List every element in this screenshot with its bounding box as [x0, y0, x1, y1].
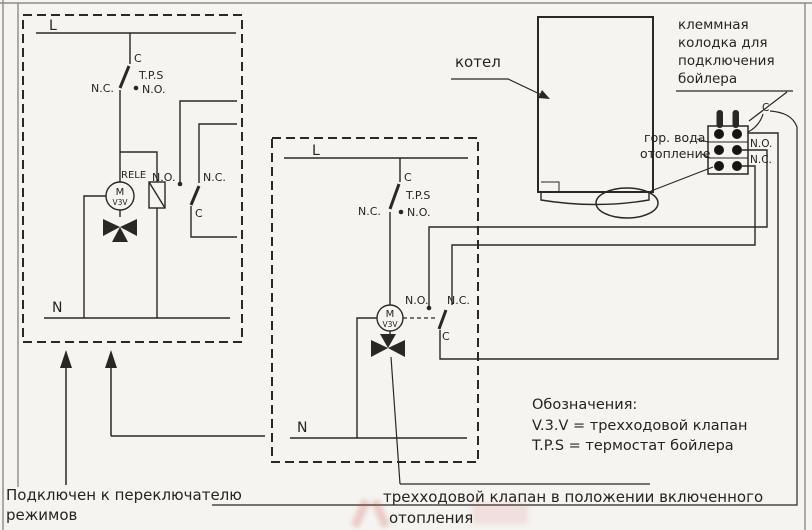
terminal-no-label: N.O.: [750, 138, 772, 150]
middle-aux-no-label: N.O.: [405, 294, 428, 307]
watermark-blob: [472, 503, 528, 524]
left-relay-label: RELE: [121, 170, 146, 181]
left-n-label: N: [52, 300, 62, 316]
legend-title: Обозначения:: [532, 397, 638, 413]
middle-motor-code: V3V: [382, 320, 398, 329]
left-circuit-labels: L C T.P.S N.C. N.O. RELE M V3V N.O. N.C.…: [49, 18, 226, 316]
left-tps-c-label: C: [134, 52, 142, 65]
mode-switch-caption-line1: Подключен к переключателю: [6, 486, 242, 504]
boiler-base: [540, 192, 650, 206]
connection-highlight-ellipse: [595, 187, 659, 219]
tps-no-contact-dot: [398, 209, 404, 215]
tps-no-contact-dot: [133, 85, 139, 91]
middle-dashed-border: [271, 137, 479, 463]
aux-no-contact-dot: [177, 181, 183, 187]
legend: Обозначения: V.3.V = трехходовой клапан …: [532, 395, 748, 457]
left-circuit-box: [22, 14, 243, 343]
mode-switch-caption: Подключен к переключателю режимов: [6, 485, 242, 525]
aux-switch-blade: [189, 185, 201, 206]
middle-circuit-box: [271, 132, 779, 485]
boiler-panel-detail: [541, 181, 560, 192]
middle-aux-nc-label: N.C.: [447, 294, 470, 307]
middle-tps-nc-label: N.C.: [358, 205, 381, 218]
middle-tps-no-label: N.O.: [407, 206, 430, 219]
boiler-label-leader: [451, 78, 550, 99]
legend-v3v: V.3.V = трехходовой клапан: [532, 417, 748, 434]
left-dashed-border: [22, 14, 243, 343]
valve-caption: трехходовой клапан в положении включенно…: [383, 487, 763, 529]
left-tps-no-label: N.O.: [142, 83, 165, 96]
middle-tps-c-label: C: [404, 171, 412, 184]
middle-aux-c-label: C: [442, 330, 450, 343]
c-pin-leader-curve: [747, 113, 764, 133]
terminal-nc-label: N.C.: [750, 154, 772, 166]
mode-switch-caption-line2: режимов: [6, 506, 78, 524]
terminal-row-dividers: [708, 141, 748, 159]
aux-no-contact-dot: [426, 305, 432, 311]
left-l-label: L: [49, 18, 57, 34]
boiler-label: котел: [455, 53, 501, 71]
valve-caption-line1: трехходовой клапан в положении включенно…: [383, 488, 764, 506]
tps-switch-blade: [388, 183, 401, 210]
heating-row-label: отопление: [640, 146, 711, 161]
middle-circuit-labels: L C T.P.S N.C. N.O. M V3V N.O. N.C. C N: [297, 143, 470, 436]
valve-caption-leader: [390, 356, 650, 485]
terminal-pin: [732, 110, 739, 128]
left-motor-letter: M: [116, 187, 125, 198]
row-label-leaders: [696, 138, 709, 158]
hot-water-row-label: гор. вода: [644, 130, 706, 145]
left-aux-no-label: N.O.: [152, 171, 175, 184]
up-arrow-head: [60, 350, 72, 368]
left-tps-nc-label: N.C.: [91, 82, 114, 95]
terminal-block-note: клеммная колодка для подключения бойлера: [678, 17, 775, 87]
left-aux-nc-label: N.C.: [203, 171, 226, 184]
three-way-valve-symbol: [371, 334, 405, 357]
left-tps-label: T.P.S: [138, 69, 163, 82]
terminal-housing: [707, 125, 749, 175]
aux-switch-blade: [437, 309, 448, 330]
tps-switch-blade: [118, 65, 131, 89]
terminal-c-label: C: [762, 102, 769, 114]
middle-n-label: N: [297, 420, 307, 436]
boiler-outline: [537, 16, 654, 193]
terminal-screws: [714, 129, 742, 171]
middle-tps-label: T.P.S: [405, 189, 430, 202]
left-aux-c-label: C: [195, 207, 203, 220]
three-way-valve-symbol: [103, 219, 137, 242]
boiler-leader-arrowhead: [538, 90, 550, 99]
terminal-pin: [716, 110, 723, 128]
mode-switch-arrows: [60, 350, 265, 485]
valve-motor-circle: [105, 181, 135, 211]
middle-l-label: L: [312, 143, 320, 159]
mode-switch-annotation-line: [212, 110, 798, 506]
middle-circuit-wires: [284, 132, 779, 439]
note-underline-leader: [676, 90, 793, 122]
ellipse-to-terminal-leader: [650, 166, 714, 192]
up-arrow-head-2: [105, 350, 117, 368]
valve-caption-line2: отопления: [389, 509, 474, 527]
up-arrow-line-2: [110, 364, 265, 437]
terminal-block: [212, 90, 798, 506]
left-circuit-wires: [36, 32, 237, 319]
left-motor-code: V3V: [112, 198, 128, 207]
boiler: [451, 16, 714, 219]
relay-coil: [148, 181, 166, 209]
middle-motor-letter: M: [386, 309, 395, 320]
legend-tps: T.P.S = термостат бойлера: [532, 438, 734, 454]
terminal-pin-labels: C N.O. N.C.: [750, 102, 772, 166]
